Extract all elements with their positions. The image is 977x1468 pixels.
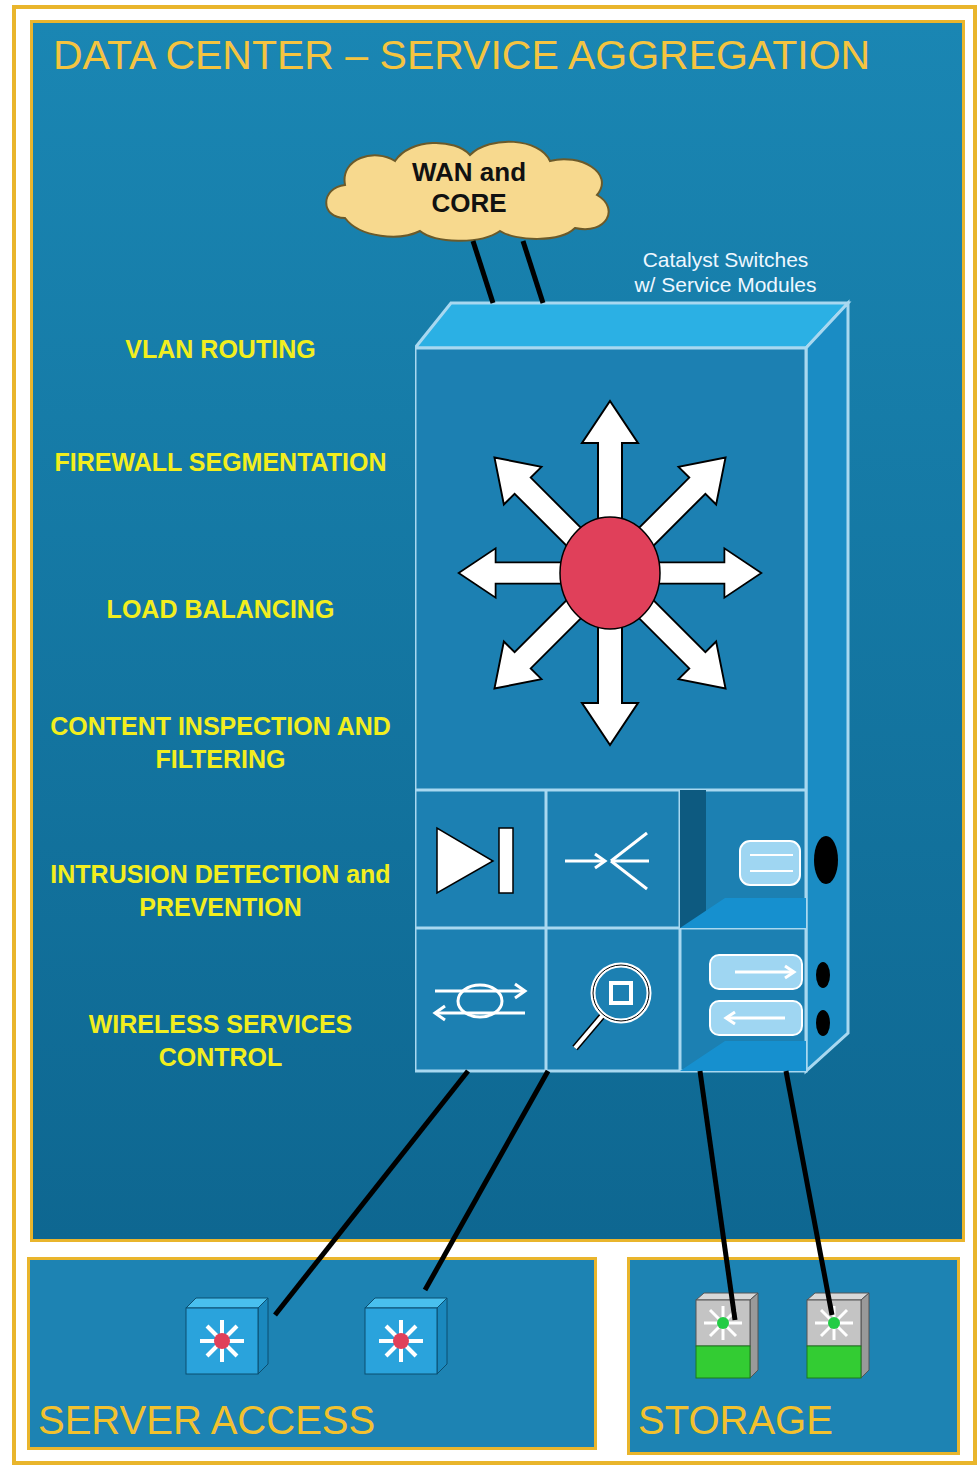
link-line [473, 241, 493, 303]
link-line [425, 1071, 548, 1290]
switch-body [415, 303, 848, 1071]
panel-label: SERVER ACCESS [38, 1396, 578, 1444]
panel-title: DATA CENTER – SERVICE AGGREGATION [53, 31, 943, 80]
cloud-label: WAN and CORE [404, 157, 534, 219]
storage-panel: STORAGE [627, 1257, 960, 1455]
catalyst-switch-node: Catalyst Switches w/ Service Modules [415, 243, 885, 1093]
link-line [786, 1071, 832, 1315]
server-access-panel: SERVER ACCESS [27, 1257, 597, 1450]
service-aggregation-panel: DATA CENTER – SERVICE AGGREGATION WAN an… [30, 20, 965, 1242]
panel-label: STORAGE [638, 1396, 948, 1444]
service-label: FIREWALL SEGMENTATION [48, 446, 393, 479]
service-label: VLAN ROUTING [48, 333, 393, 366]
link-line [700, 1071, 735, 1320]
link-line [523, 241, 543, 303]
service-label: WIRELESS SERVICES CONTROL [48, 1008, 393, 1073]
link-line [275, 1071, 468, 1315]
switch-heading: Catalyst Switches w/ Service Modules [633, 247, 818, 297]
catalyst-switch [415, 243, 885, 1093]
service-label: CONTENT INSPECTION AND FILTERING [48, 710, 393, 775]
service-label: LOAD BALANCING [48, 593, 393, 626]
service-label: INTRUSION DETECTION and PREVENTION [48, 858, 393, 923]
wan-core-cloud: WAN and CORE [315, 133, 623, 245]
